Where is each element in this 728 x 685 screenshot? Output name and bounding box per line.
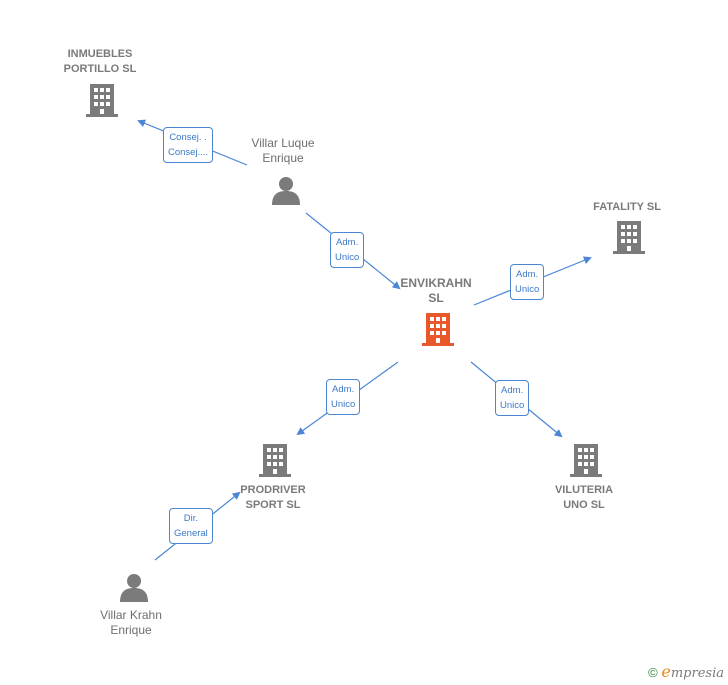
brand-initial: e	[661, 662, 671, 681]
node-label-line1: VILUTERIA	[554, 484, 614, 496]
brand-logo: © empresia	[648, 662, 724, 681]
person-label-line1: Villar Krahn	[100, 608, 162, 622]
edge-label-line1: Dir.	[183, 513, 199, 524]
building-icon[interactable]	[570, 444, 602, 477]
node-label-line1: FATALITY SL	[593, 201, 661, 213]
edge-label-line1: Consej. .	[169, 132, 207, 143]
person-icon[interactable]	[272, 177, 300, 205]
edge-label-line2: Unico	[335, 252, 360, 263]
node-label-line2: SL	[428, 291, 444, 305]
node-label-line2: PORTILLO SL	[63, 63, 137, 75]
edge-label-line2: Unico	[331, 399, 356, 410]
person-label-villar-luque[interactable]: Villar Luque Enrique	[223, 136, 343, 166]
node-label-line2: UNO SL	[563, 499, 605, 511]
person-label-line2: Enrique	[110, 623, 152, 637]
person-label-line1: Villar Luque	[251, 136, 315, 150]
edge-label-line2: Consej....	[168, 147, 209, 158]
edge-label-line2: General	[174, 528, 208, 539]
edge-label-envikrahn-viluteria[interactable]: Adm. Unico	[495, 380, 530, 416]
building-icon[interactable]	[259, 444, 291, 477]
edge-lines	[137, 119, 592, 561]
edge-label-line1: Adm.	[516, 269, 539, 280]
edge-label-envikrahn-fatality[interactable]: Adm. Unico	[510, 264, 545, 300]
edge-label-krahn-prodriver[interactable]: Dir. General	[169, 508, 213, 544]
brand-name: mpresia	[670, 666, 724, 681]
node-label-line1: PRODRIVER	[240, 484, 306, 496]
node-label-viluteria-uno[interactable]: VILUTERIA UNO SL	[524, 483, 644, 513]
edge-label-line1: Adm.	[501, 385, 524, 396]
node-label-fatality[interactable]: FATALITY SL	[567, 200, 687, 215]
node-label-line1: ENVIKRAHN	[400, 276, 472, 290]
node-label-envikrahn[interactable]: ENVIKRAHN SL	[376, 276, 496, 306]
edge-label-line2: Unico	[515, 284, 540, 295]
edge-label-envikrahn-prodriver[interactable]: Adm. Unico	[326, 379, 361, 415]
person-icon[interactable]	[120, 574, 148, 602]
person-label-villar-krahn[interactable]: Villar Krahn Enrique	[71, 608, 191, 638]
edge-label-luque-envikrahn[interactable]: Adm. Unico	[330, 232, 365, 268]
building-icon[interactable]	[422, 313, 454, 346]
building-icon[interactable]	[86, 84, 118, 117]
node-label-inmuebles-portillo[interactable]: INMUEBLES PORTILLO SL	[40, 47, 160, 77]
edge-label-line1: Adm.	[336, 237, 359, 248]
node-label-line2: SPORT SL	[245, 499, 301, 511]
edge-label-line2: Unico	[500, 400, 525, 411]
copyright-icon: ©	[648, 665, 658, 680]
node-label-prodriver-sport[interactable]: PRODRIVER SPORT SL	[213, 483, 333, 513]
building-icon[interactable]	[613, 221, 645, 254]
node-label-line1: INMUEBLES	[67, 48, 133, 60]
edge-label-luque-inmuebles[interactable]: Consej. . Consej....	[163, 127, 214, 163]
person-label-line2: Enrique	[262, 151, 304, 165]
edge-label-line1: Adm.	[332, 384, 355, 395]
